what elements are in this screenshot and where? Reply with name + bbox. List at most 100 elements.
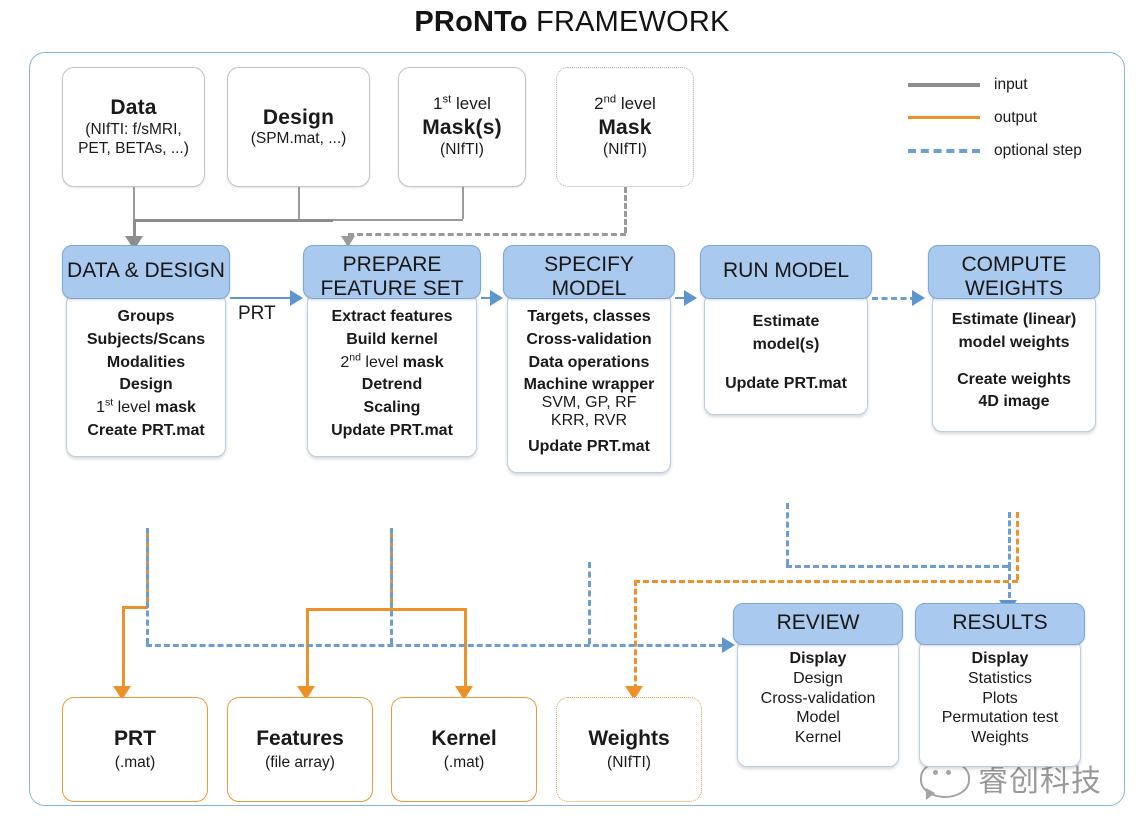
process-line: Display bbox=[789, 650, 847, 667]
input-box-first-level-mask[interactable]: 1st level Mask(s) (NIfTI) bbox=[398, 67, 526, 187]
process-line: Statistics bbox=[967, 669, 1032, 687]
legend-swatch-input-icon bbox=[908, 82, 980, 87]
output-features-title: Features bbox=[256, 727, 344, 750]
process-line: Cross-validation bbox=[760, 689, 876, 707]
process-line: Groups bbox=[117, 308, 175, 325]
connector-review-bus bbox=[146, 644, 724, 647]
arrowhead-run-icon bbox=[684, 290, 697, 306]
process-header-results: RESULTS bbox=[915, 603, 1085, 645]
process-line: Cross-validation bbox=[526, 330, 652, 348]
legend-label-input: input bbox=[994, 75, 1028, 93]
process-line: Machine wrapper bbox=[523, 376, 655, 394]
connector-datadesign-to-prt-c bbox=[122, 606, 125, 690]
arrowhead-compute-icon bbox=[912, 290, 925, 306]
process-line: Create weights bbox=[957, 370, 1071, 388]
connector-datadesign-to-prt-b bbox=[122, 606, 148, 609]
title-bold: PRoNTo bbox=[414, 6, 528, 38]
connector-prepare-optional-drop bbox=[390, 528, 393, 644]
arrowhead-kernel-icon bbox=[455, 686, 473, 700]
process-line-spacer bbox=[939, 358, 1089, 366]
connector-weights-down bbox=[634, 580, 637, 690]
process-line: Data operations bbox=[528, 353, 650, 371]
process-header-prepare-feature-set: PREPARE FEATURE SET bbox=[303, 245, 481, 300]
output-box-kernel[interactable]: Kernel (.mat) bbox=[391, 697, 537, 802]
output-box-weights[interactable]: Weights (NIfTI) bbox=[556, 697, 702, 802]
output-features-sub: (file array) bbox=[265, 754, 335, 771]
process-body-specify-model: Targets, classes Cross-validation Data o… bbox=[507, 293, 671, 473]
input-second-mask-level: 2nd level bbox=[594, 93, 656, 114]
process-header-data-and-design: DATA & DESIGN bbox=[62, 245, 230, 299]
output-box-prt[interactable]: PRT (.mat) bbox=[62, 697, 208, 802]
process-line: Targets, classes bbox=[527, 308, 651, 325]
process-line: Build kernel bbox=[346, 330, 438, 348]
arrowhead-prepare-icon bbox=[290, 290, 303, 306]
process-body-compute-weights: Estimate (linear) model weights Create w… bbox=[932, 293, 1096, 433]
process-body-prepare-feature-set: Extract features Build kernel 2nd level … bbox=[307, 293, 477, 457]
input-second-mask-title: Mask bbox=[598, 116, 652, 140]
legend-swatch-output-icon bbox=[908, 116, 980, 119]
process-header-specify-model: SPECIFY MODEL bbox=[503, 245, 675, 300]
connector-input-to-datadesign bbox=[133, 219, 136, 239]
process-line-second-level-mask: 2nd level mask bbox=[340, 351, 444, 371]
output-box-features[interactable]: Features (file array) bbox=[227, 697, 373, 802]
connector-input-bus-thick bbox=[133, 219, 333, 222]
connector-datadesign-optional-drop bbox=[146, 528, 149, 644]
legend-item-input: input bbox=[908, 68, 1123, 101]
arrowhead-second-mask-icon bbox=[341, 236, 355, 247]
process-box-run-model[interactable]: RUN MODEL Estimate model(s) Update PRT.m… bbox=[700, 245, 872, 416]
edge-label-prt: PRT bbox=[238, 303, 276, 324]
legend-item-optional: optional step bbox=[908, 134, 1123, 167]
arrowhead-specify-icon bbox=[490, 290, 503, 306]
connector-prepare-to-features bbox=[306, 608, 309, 690]
legend: input output optional step bbox=[908, 68, 1123, 167]
legend-swatch-optional-icon bbox=[908, 148, 980, 153]
process-line: model weights bbox=[958, 333, 1070, 351]
connector-specify-to-run bbox=[675, 297, 688, 299]
input-design-sub1: (SPM.mat, ...) bbox=[250, 130, 347, 148]
input-data-title: Data bbox=[110, 96, 157, 120]
input-box-second-level-mask[interactable]: 2nd level Mask (NIfTI) bbox=[556, 67, 694, 187]
process-line: model(s) bbox=[752, 335, 820, 353]
connector-runmodel-to-results-bus bbox=[786, 565, 1008, 568]
connector-specify-optional-drop bbox=[588, 562, 591, 644]
process-box-results[interactable]: RESULTS Display Statistics Plots Permuta… bbox=[915, 603, 1085, 767]
output-kernel-title: Kernel bbox=[431, 727, 497, 750]
process-line: Modalities bbox=[106, 353, 186, 371]
input-box-data[interactable]: Data (NIfTI: f/sMRI, PET, BETAs, ...) bbox=[62, 67, 205, 187]
process-line-first-level-mask: 1st level mask bbox=[96, 396, 196, 417]
process-body-review: Display Design Cross-validation Model Ke… bbox=[737, 639, 899, 767]
process-box-specify-model[interactable]: SPECIFY MODEL Targets, classes Cross-val… bbox=[503, 245, 675, 473]
output-prt-title: PRT bbox=[114, 727, 156, 750]
process-line: Update PRT.mat bbox=[528, 437, 650, 455]
connector-data-drop bbox=[133, 187, 135, 219]
process-line: Update PRT.mat bbox=[331, 421, 453, 439]
process-line: Design bbox=[119, 376, 173, 394]
process-line: Estimate (linear) bbox=[951, 311, 1077, 328]
legend-label-optional: optional step bbox=[994, 141, 1082, 159]
legend-label-output: output bbox=[994, 108, 1038, 126]
process-header-compute-weights: COMPUTE WEIGHTS bbox=[928, 245, 1100, 300]
process-box-compute-weights[interactable]: COMPUTE WEIGHTS Estimate (linear) model … bbox=[928, 245, 1100, 433]
arrowhead-review-icon bbox=[722, 637, 735, 653]
connector-compute-to-results bbox=[1008, 512, 1011, 568]
connector-runmodel-to-results-down bbox=[1008, 565, 1011, 607]
process-box-prepare-feature-set[interactable]: PREPARE FEATURE SET Extract features Bui… bbox=[303, 245, 481, 457]
process-line: Kernel bbox=[794, 729, 842, 747]
arrowhead-prt-icon bbox=[113, 686, 131, 700]
process-line: Scaling bbox=[363, 399, 421, 417]
connector-second-mask-bus bbox=[348, 233, 626, 236]
connector-runmodel-optional-drop bbox=[786, 503, 789, 565]
input-first-mask-sub1: (NIfTI) bbox=[440, 140, 484, 158]
process-box-review[interactable]: REVIEW Display Design Cross-validation M… bbox=[733, 603, 903, 767]
output-weights-sub: (NIfTI) bbox=[607, 754, 651, 771]
input-data-sub2: PET, BETAs, ...) bbox=[78, 139, 189, 157]
process-body-results: Display Statistics Plots Permutation tes… bbox=[919, 639, 1081, 767]
process-line: 4D image bbox=[978, 393, 1050, 411]
input-box-design[interactable]: Design (SPM.mat, ...) bbox=[227, 67, 370, 187]
arrowhead-weights-icon bbox=[625, 686, 643, 700]
output-kernel-sub: (.mat) bbox=[443, 754, 485, 771]
process-line: KRR, RVR bbox=[550, 411, 628, 429]
input-first-mask-title: Mask(s) bbox=[422, 116, 502, 140]
process-box-data-and-design[interactable]: DATA & DESIGN Groups Subjects/Scans Moda… bbox=[62, 245, 230, 457]
process-header-run-model: RUN MODEL bbox=[700, 245, 872, 299]
